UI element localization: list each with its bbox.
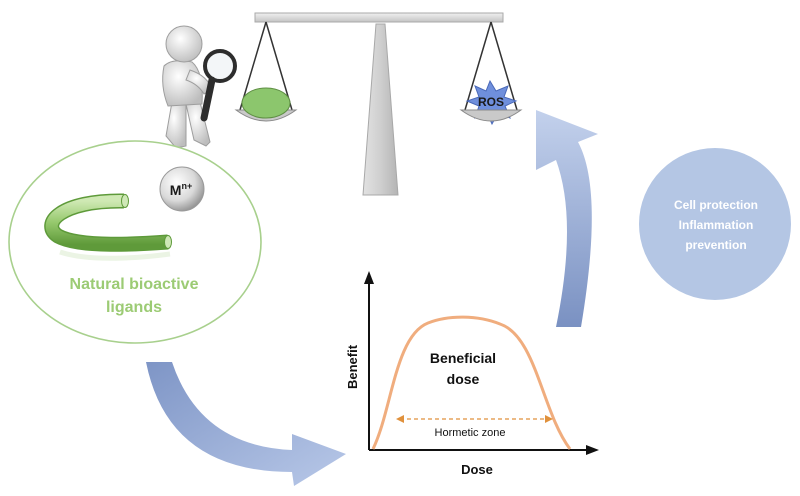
hormetic-zone-label: Hormetic zone <box>435 427 506 439</box>
effect-circle-group: Cell protection Inflammation prevention <box>639 148 791 300</box>
scale-post <box>362 23 399 196</box>
hormesis-plot: Beneficial dose Hormetic zone Benefit Do… <box>345 271 599 477</box>
beneficial-label-line1: Beneficial <box>430 350 496 366</box>
ligands-label-line1: Natural bioactive <box>70 276 199 293</box>
effect-line3: prevention <box>685 238 746 252</box>
scale-beam <box>254 12 504 23</box>
person-magnifier-icon <box>162 25 237 149</box>
ion-charge: n+ <box>181 181 192 191</box>
green-sample <box>241 87 291 119</box>
right-pan: ROS <box>459 21 523 126</box>
ligands-group: Mn+ Natural bioactive ligands <box>8 140 262 344</box>
beneficial-label-line2: dose <box>447 371 480 387</box>
effect-line1: Cell protection <box>674 198 758 212</box>
svg-text:Mn+: Mn+ <box>170 181 192 198</box>
ligands-to-plot-arrow <box>146 362 346 486</box>
plot-to-balance-arrow <box>536 110 598 327</box>
ligands-label-line2: ligands <box>106 299 162 316</box>
ion-symbol: M <box>170 182 182 198</box>
metal-ion-sphere-icon: Mn+ <box>159 166 205 212</box>
ros-label: ROS <box>478 95 504 109</box>
balance-scale-icon: ROS <box>234 12 523 196</box>
y-axis-label: Benefit <box>345 344 360 389</box>
hormesis-curve <box>371 315 572 450</box>
effect-circle <box>639 148 791 300</box>
x-axis-label: Dose <box>461 462 493 477</box>
left-pan <box>234 21 298 122</box>
effect-line2: Inflammation <box>679 218 754 232</box>
